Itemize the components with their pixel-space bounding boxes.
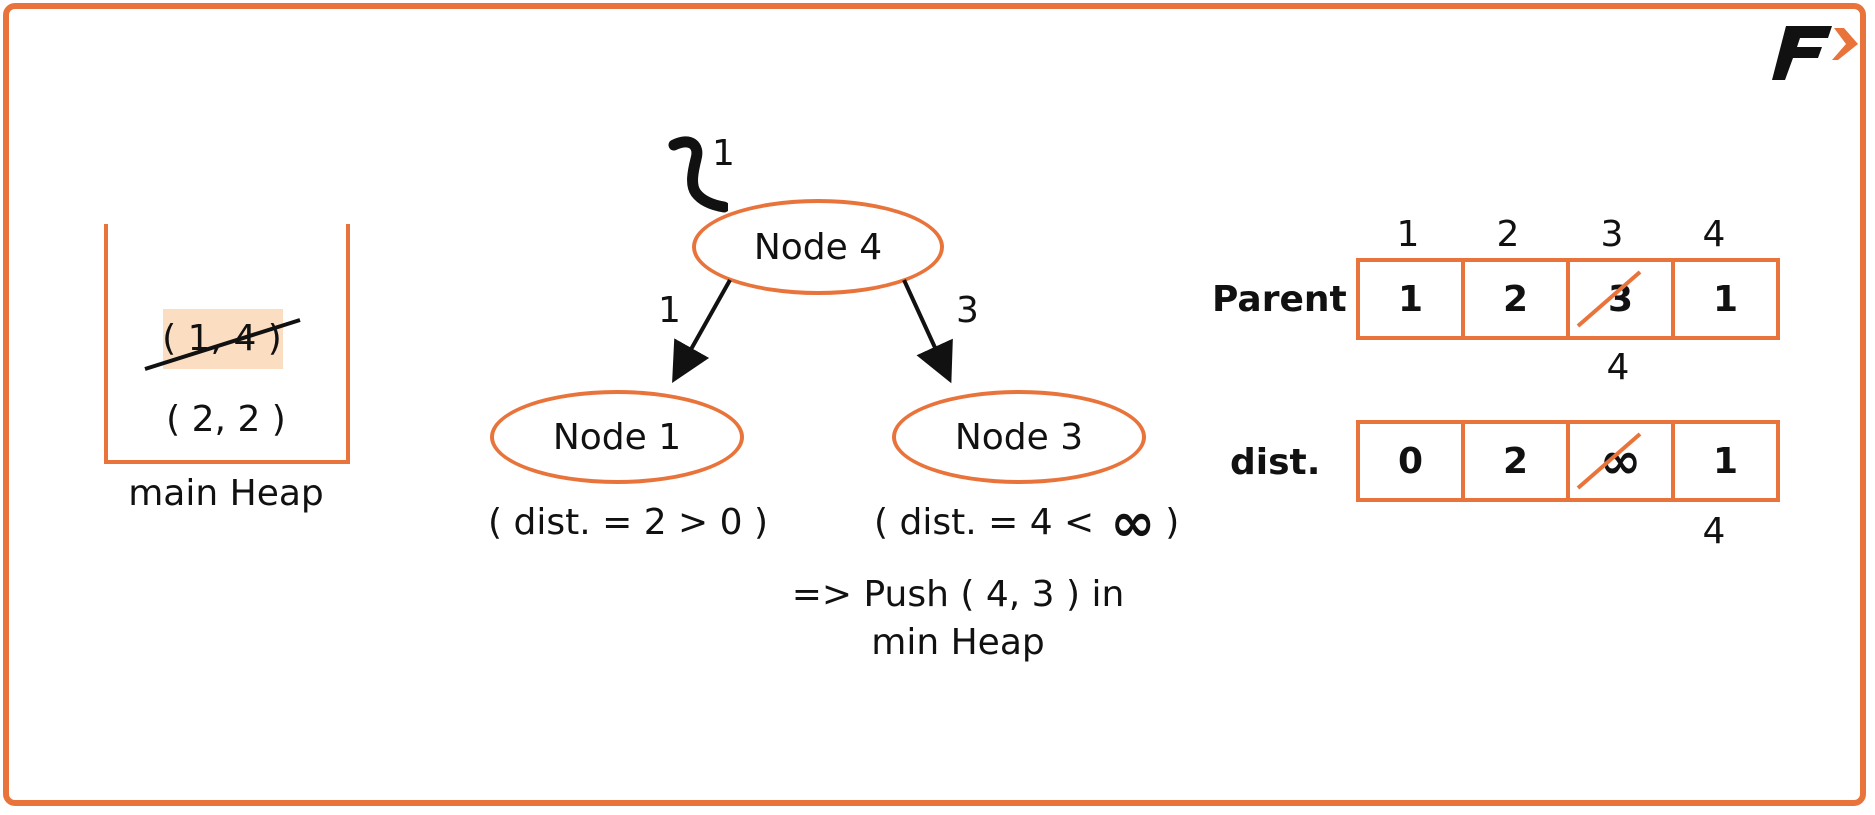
infinity-icon: ∞: [1110, 490, 1156, 554]
action-line-1: => Push ( 4, 3 ) in: [791, 574, 1125, 615]
dist-array: 0 2 ∞ 1: [1356, 420, 1780, 502]
edge-node4-node3: [902, 279, 953, 384]
parent-array-label: Parent: [1212, 279, 1347, 320]
heap-container: [104, 224, 350, 464]
node-4: Node 4: [692, 199, 944, 295]
dist-array-label: dist.: [1230, 442, 1321, 483]
slide-frame: [3, 3, 1866, 806]
parent-cell-4: 1: [1712, 278, 1739, 320]
index-label-4: 4: [1702, 214, 1726, 255]
right-edge-weight: 3: [956, 290, 979, 331]
edge-node4-node1: [672, 279, 732, 383]
current-node-pointer: [668, 136, 728, 213]
brand-logo: [1772, 26, 1858, 80]
heap-label: main Heap: [128, 473, 324, 514]
index-label-3: 3: [1600, 214, 1624, 255]
heap-entry: ( 2, 2 ): [166, 399, 286, 440]
pointer-label: 1: [712, 133, 735, 174]
index-label-1: 1: [1396, 214, 1420, 255]
node1-dist-note: ( dist. = 2 > 0 ): [488, 502, 769, 543]
node3-dist-suffix: ): [1165, 502, 1180, 543]
parent-array: 1 2 3 1: [1356, 258, 1780, 340]
index-label-2: 2: [1496, 214, 1520, 255]
node3-dist-prefix: ( dist. = 4 <: [874, 502, 1095, 543]
heap-entry-strike: [144, 318, 301, 371]
node-1: Node 1: [490, 390, 744, 484]
node3-dist-note: ( dist. = 4 < ∞ ): [874, 490, 1180, 554]
dist-cell-1: 0: [1360, 424, 1465, 498]
parent-cell-3-strike: [1576, 270, 1642, 328]
parent-cell-2: 2: [1465, 262, 1570, 336]
heap-entry-popped: ( 1, 4 ): [162, 318, 282, 359]
dist-cell-3-strike: [1576, 432, 1642, 490]
parent-cell-3-updated: 4: [1606, 347, 1630, 388]
parent-cell-1: 1: [1360, 262, 1465, 336]
dist-cell-2: 2: [1465, 424, 1570, 498]
parent-cell-3: 3: [1570, 262, 1675, 336]
dist-cell-4-updated: 4: [1702, 511, 1726, 552]
node-3: Node 3: [892, 390, 1146, 484]
dist-cell-4: 1: [1712, 440, 1739, 482]
left-edge-weight: 1: [658, 290, 681, 331]
action-line-2: min Heap: [871, 622, 1045, 663]
